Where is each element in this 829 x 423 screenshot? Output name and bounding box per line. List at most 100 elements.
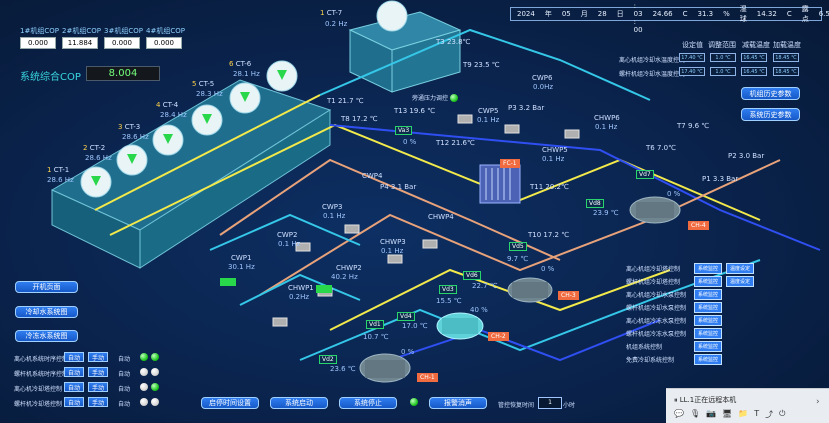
left-control-led-1b: [151, 353, 159, 361]
chiller-ch4-tag: CH-4: [688, 221, 709, 230]
left-control-led-1a: [140, 353, 148, 361]
right-control-monitor-5[interactable]: 系统监控: [694, 315, 722, 326]
tower-ct5-label: 5 CT-5: [192, 80, 215, 88]
tower-ct4-hz: 28.4 Hz: [160, 111, 187, 119]
right-control-monitor-1[interactable]: 系统监控: [694, 263, 722, 274]
folder-icon[interactable]: 📁: [738, 409, 749, 418]
tower-ct6-hz: 28.1 Hz: [233, 70, 260, 78]
left-control-manual-3[interactable]: 手动: [88, 382, 108, 392]
chiller-ch1: [359, 353, 411, 383]
valve-vd5: Vd5: [509, 242, 527, 251]
cop-value-4: 0.000: [146, 37, 182, 49]
right-control-temp-2[interactable]: 温度设定: [726, 276, 754, 287]
cop-value-1: 0.000: [20, 37, 56, 49]
right-control-temp-1[interactable]: 温度设定: [726, 263, 754, 274]
sp-row1-load[interactable]: 18.45 ℃: [773, 53, 799, 62]
cooling-tower-ct7: [348, 11, 462, 93]
system-stop-button[interactable]: 系统停止: [339, 397, 397, 409]
chiller-ch4: [629, 196, 681, 224]
camera-icon[interactable]: 📷: [706, 409, 717, 418]
wet-bulb-label: 湿球: [739, 5, 747, 23]
year-unit: 年: [544, 10, 552, 18]
mic-icon[interactable]: 🎙: [689, 409, 701, 418]
dew-label: 露点: [801, 5, 809, 23]
right-control-monitor-2[interactable]: 系统监控: [694, 276, 722, 287]
chat-icon[interactable]: 💬: [674, 409, 684, 418]
date-status-bar: 2024 年 05 月 28 日 11 : 03 : 00 24.66 C 31…: [510, 0, 829, 34]
sensor-p1: P1 3.3 Bar: [702, 175, 739, 183]
left-control-label-3: 离心机冷却塔控制: [14, 386, 63, 393]
left-control-auto-3[interactable]: 自动: [64, 382, 84, 392]
sp-row2-unload[interactable]: 16.45 ℃: [741, 67, 767, 76]
dew: 6.54: [818, 10, 829, 18]
left-control-led-4a: [140, 398, 148, 406]
bypass-status-led: [450, 94, 458, 102]
chiller-ch2-tag: CH-2: [488, 332, 509, 341]
share-icon[interactable]: ⤴: [765, 410, 774, 419]
screen-icon[interactable]: 🖥: [722, 409, 733, 418]
alarm-mute-button[interactable]: 报警消声: [429, 397, 487, 409]
chilled-water-diagram-button[interactable]: 冷冻水系统图: [15, 330, 78, 342]
cooling-water-diagram-button[interactable]: 冷却水系统图: [15, 306, 78, 318]
valve-vd4: Vd4: [397, 312, 415, 321]
system-start-button[interactable]: 系统启动: [270, 397, 328, 409]
cop-label-4: 4#机组COP: [146, 27, 185, 35]
pump-cwp6: CWP6: [532, 74, 553, 82]
right-control-monitor-7[interactable]: 系统监控: [694, 341, 722, 352]
valve-vd1: Vd1: [366, 320, 384, 329]
right-control-label-3: 离心机组冷却水泵控制: [626, 292, 687, 299]
sp-row1-setpoint[interactable]: 17.40 ℃: [679, 53, 705, 62]
remote-notice: ⏸ LL.1正在远程本机: [674, 396, 737, 404]
valve-va3: Va3: [395, 126, 413, 135]
valve-vd1-temp: 10.7 ℃: [363, 333, 389, 341]
valve-vd2-temp: 23.6 ℃: [330, 365, 356, 373]
left-control-led-3b: [151, 383, 159, 391]
delay-label: 管控恢复时间: [498, 402, 535, 409]
pump-cwp2: CWP2: [277, 231, 298, 239]
sensor-t8: T8 17.2 ℃: [341, 115, 378, 123]
power-icon[interactable]: ⏻: [779, 409, 786, 418]
left-control-auto-1[interactable]: 自动: [64, 352, 84, 362]
pump-chwp1: CHWP1: [288, 284, 314, 292]
right-control-monitor-6[interactable]: 系统监控: [694, 328, 722, 339]
start-stop-time-button[interactable]: 启停时间设置: [201, 397, 259, 409]
pump-cwp5-hz: 0.1 Hz: [477, 116, 500, 124]
pump-chwp5: CHWP5: [542, 146, 568, 154]
expand-icon[interactable]: ›: [816, 397, 820, 407]
right-control-monitor-8[interactable]: 系统监控: [694, 354, 722, 365]
sp-row1-range[interactable]: 1.0 ℃: [710, 53, 736, 62]
left-control-manual-2[interactable]: 手动: [88, 367, 108, 377]
left-control-state-1: 自动: [118, 356, 131, 363]
valve-vd6-temp: 22.7 ℃: [472, 282, 498, 290]
sp-row1-unload[interactable]: 16.45 ℃: [741, 53, 767, 62]
tower-ct2-hz: 28.6 Hz: [85, 154, 112, 162]
left-control-auto-2[interactable]: 自动: [64, 367, 84, 377]
sp-row2-load[interactable]: 18.45 ℃: [773, 67, 799, 76]
system-history-button[interactable]: 系统历史参数: [741, 108, 800, 121]
tower-ct7-hz: 0.2 Hz: [325, 20, 348, 28]
left-control-state-2: 自动: [118, 371, 131, 378]
chiller-ch3: [507, 277, 553, 303]
left-control-manual-1[interactable]: 手动: [88, 352, 108, 362]
left-control-manual-4[interactable]: 手动: [88, 397, 108, 407]
right-control-monitor-3[interactable]: 系统监控: [694, 289, 722, 300]
sp-row2-range[interactable]: 1.0 ℃: [710, 67, 736, 76]
sp-row2-setpoint[interactable]: 17.40 ℃: [679, 67, 705, 76]
remote-session-bar: ⏸ LL.1正在远程本机 💬 🎙 📷 🖥 📁 T ⤴ ⏻ ›: [666, 388, 829, 423]
time: 11 : 03 : 00: [633, 0, 643, 34]
left-control-label-2: 螺杆机系统时序控制: [14, 371, 69, 378]
delay-input[interactable]: 1: [538, 397, 562, 409]
pump-chwp6-hz: 0.1 Hz: [595, 123, 618, 131]
right-control-monitor-4[interactable]: 系统监控: [694, 302, 722, 313]
unit-history-button[interactable]: 机组历史参数: [741, 87, 800, 100]
pump-chwp4: CHWP4: [428, 213, 454, 221]
humidity-unit: %: [723, 10, 730, 18]
system-status-led: [410, 398, 418, 406]
left-control-led-4b: [151, 398, 159, 406]
right-control-label-4: 螺杆机组冷却水泵控制: [626, 305, 687, 312]
startup-page-button[interactable]: 开机页面: [15, 281, 78, 293]
text-icon[interactable]: T: [754, 409, 760, 418]
system-cop-label: 系统综合COP: [20, 72, 81, 83]
left-control-auto-4[interactable]: 自动: [64, 397, 84, 407]
pump-cwp4: CWP4: [362, 172, 383, 180]
